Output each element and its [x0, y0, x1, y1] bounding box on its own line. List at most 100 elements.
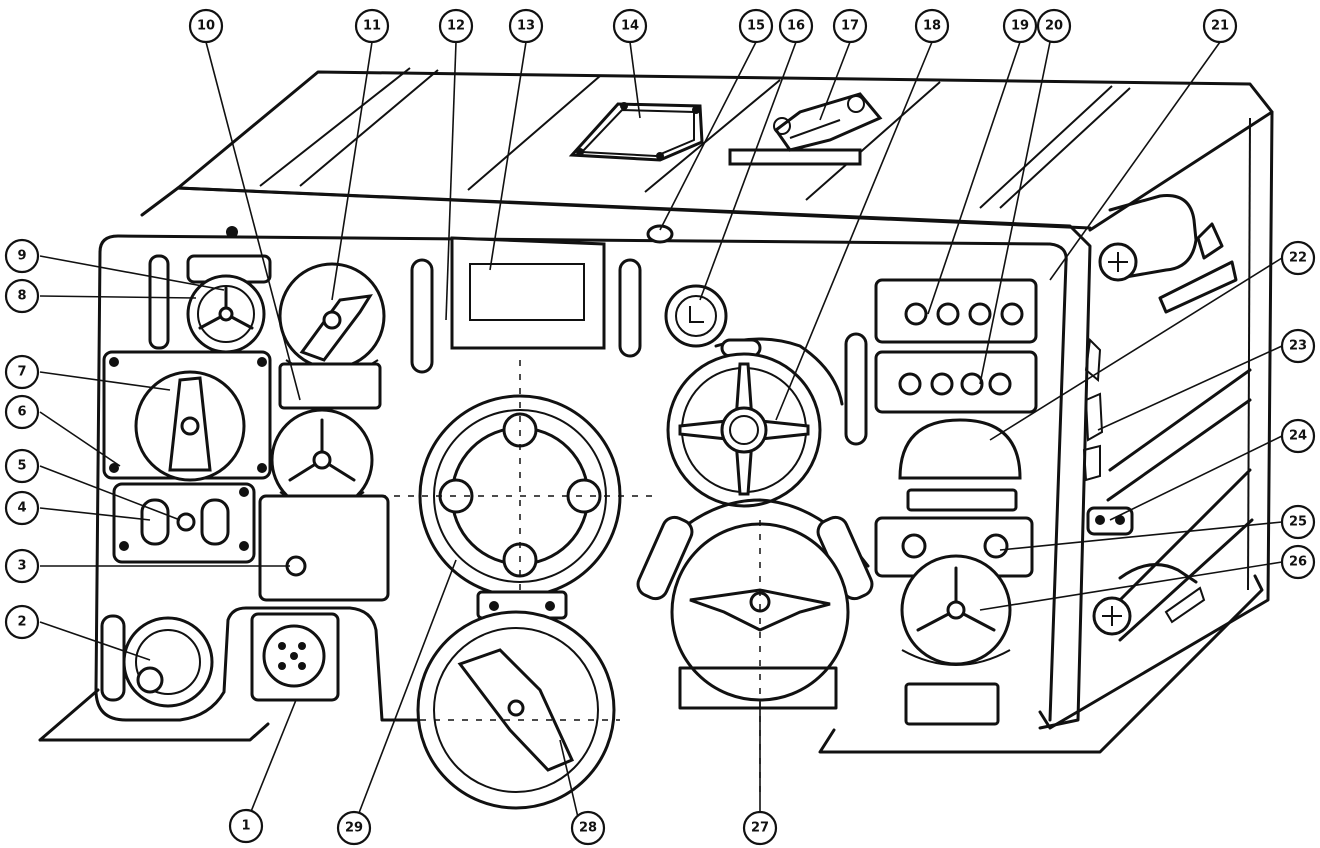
svg-text:20: 20	[1045, 19, 1063, 34]
callout-14: 14	[612, 8, 648, 44]
leader-24	[1109, 435, 1283, 521]
svg-text:2: 2	[17, 615, 26, 630]
callout-19: 19	[1002, 8, 1038, 44]
side-tube-bottom	[1118, 563, 1198, 584]
svg-text:16: 16	[787, 19, 805, 34]
callout-8: 8	[4, 278, 40, 314]
leader-19	[927, 41, 1021, 315]
callout-29: 29	[336, 810, 372, 846]
leader-28	[559, 739, 581, 827]
leader-29	[353, 559, 457, 827]
leader-20	[979, 41, 1051, 385]
switch-panel	[112, 482, 256, 564]
window-22	[898, 418, 1022, 512]
callout-13: 13	[508, 8, 544, 44]
panel-19-20	[874, 278, 1038, 414]
right-side-edge	[1247, 117, 1251, 591]
leader-10	[205, 41, 301, 401]
top-screw-15	[646, 224, 674, 244]
side-rail-2	[1118, 468, 1254, 642]
callout-6: 6	[4, 394, 40, 430]
knob-27	[636, 498, 874, 800]
leader-22	[989, 257, 1283, 441]
leader-21	[1049, 41, 1221, 281]
leader-2	[39, 621, 151, 661]
svg-text:1: 1	[241, 819, 250, 834]
svg-text:5: 5	[17, 459, 26, 474]
top-plate-17	[728, 92, 883, 166]
svg-text:27: 27	[751, 821, 769, 836]
leader-14	[629, 41, 641, 119]
svg-text:7: 7	[17, 365, 26, 380]
leader-12	[445, 41, 457, 321]
leader-18	[775, 41, 933, 421]
front-face-outline	[140, 186, 1092, 730]
top-ribs	[299, 69, 1113, 209]
leader-1	[245, 699, 297, 825]
leader-6	[39, 411, 121, 467]
lens-29	[380, 360, 660, 660]
knob-7-panel	[102, 350, 272, 482]
callout-15: 15	[738, 8, 774, 44]
panel-3	[258, 494, 390, 602]
svg-text:13: 13	[517, 19, 535, 34]
svg-text:4: 4	[17, 501, 26, 516]
handle-12-left	[410, 258, 434, 374]
knob-8	[186, 274, 266, 354]
side-connectors	[1082, 337, 1104, 482]
leader-13	[489, 41, 527, 271]
svg-text:24: 24	[1289, 429, 1307, 444]
side-tube-top	[1108, 194, 1198, 280]
svg-text:14: 14	[621, 19, 639, 34]
leader-9	[39, 255, 225, 291]
callout-21: 21	[1202, 8, 1238, 44]
hinge-plate	[476, 590, 568, 620]
svg-text:21: 21	[1211, 19, 1229, 34]
callout-25: 25	[1280, 504, 1316, 540]
leader-lines	[39, 41, 1283, 827]
callout-23: 23	[1280, 328, 1316, 364]
leader-4	[39, 507, 151, 521]
callouts: 1 2 3 4 5 6 7 8 9 10 11 12 13 14 15 16 1…	[4, 8, 1316, 846]
side-clip	[1196, 222, 1224, 260]
front-panel-border	[98, 234, 1068, 722]
leader-25	[999, 521, 1283, 551]
svg-text:22: 22	[1289, 251, 1307, 266]
callout-12: 12	[438, 8, 474, 44]
side-handle-latch	[1158, 260, 1238, 314]
svg-text:25: 25	[1289, 515, 1307, 530]
cabinet-right-side	[1038, 110, 1274, 730]
callout-20: 20	[1036, 8, 1072, 44]
svg-text:11: 11	[363, 19, 381, 34]
top-hatch-14	[568, 102, 704, 162]
leader-17	[819, 41, 851, 121]
knob-10	[270, 408, 374, 512]
callout-22: 22	[1280, 240, 1316, 276]
knob-11	[278, 262, 386, 410]
svg-text:29: 29	[345, 821, 363, 836]
base-plate-left	[38, 688, 270, 742]
callout-4: 4	[4, 490, 40, 526]
svg-text:9: 9	[17, 249, 26, 264]
lower-left-cutout	[94, 250, 422, 722]
side-bolt-bottom-cross	[1102, 606, 1122, 626]
leader-8	[39, 295, 197, 299]
svg-text:17: 17	[841, 19, 859, 34]
leader-11	[331, 41, 373, 301]
callout-16: 16	[778, 8, 814, 44]
tray-13	[450, 236, 606, 350]
dial-2	[100, 614, 214, 708]
callout-10: 10	[188, 8, 224, 44]
handle-right	[844, 332, 868, 446]
side-bolt-top-cross	[1108, 252, 1128, 272]
svg-text:18: 18	[923, 19, 941, 34]
callout-27: 27	[742, 810, 778, 846]
callout-26: 26	[1280, 544, 1316, 580]
svg-text:23: 23	[1289, 339, 1307, 354]
leader-15	[659, 41, 757, 231]
svg-text:26: 26	[1289, 555, 1307, 570]
svg-text:12: 12	[447, 19, 465, 34]
socket-16	[664, 284, 728, 348]
cabinet-top-edge	[176, 70, 1274, 232]
